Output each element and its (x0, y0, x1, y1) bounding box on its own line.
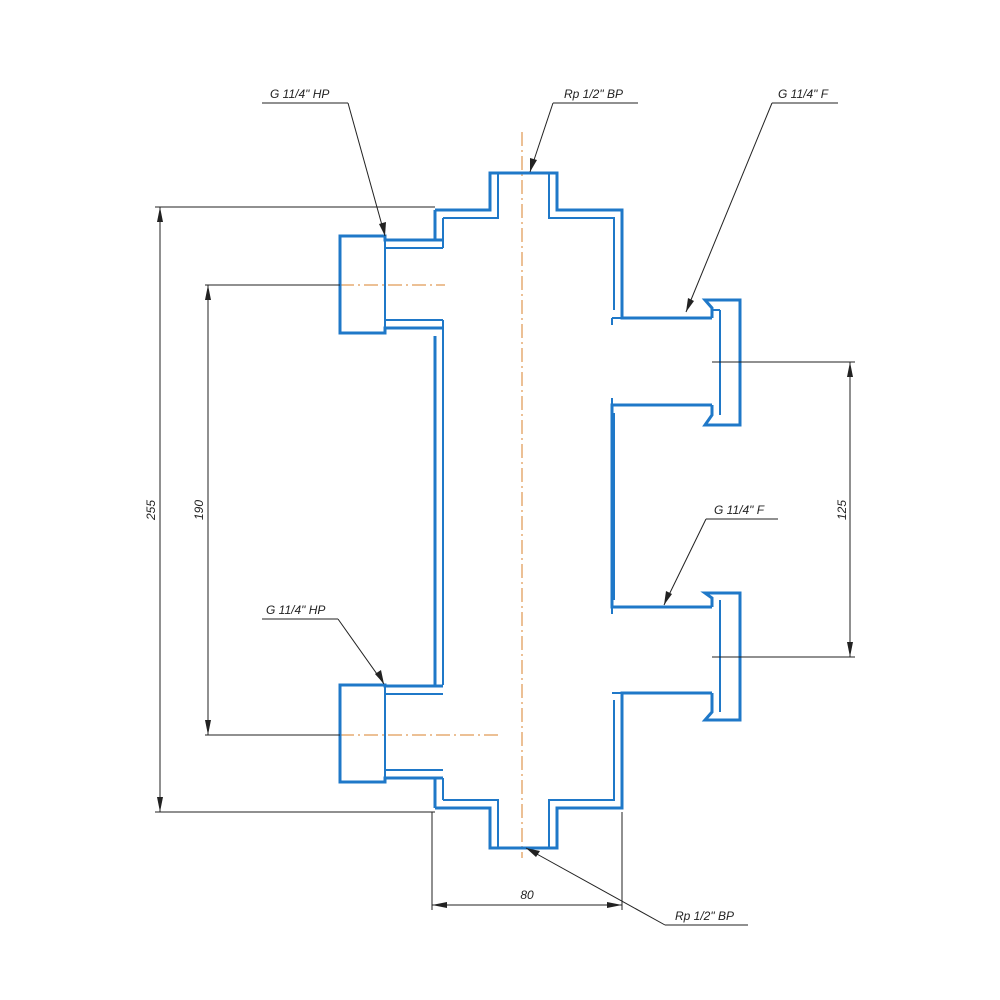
left-bottom-port (338, 683, 443, 784)
callout-top-right-label: G 11/4" F (778, 87, 829, 101)
left-top-port (338, 234, 444, 336)
dimension-190-label: 190 (192, 500, 206, 520)
callout-bottom-right-label: Rp 1/2" ВР (675, 909, 734, 923)
callout-bottom-right: Rp 1/2" ВР (525, 847, 748, 926)
callout-bottom-left-label: G 11/4" НР (266, 603, 325, 617)
dimension-overall-height: 255 (144, 206, 435, 813)
callout-top-right: G 11/4" F (685, 87, 838, 313)
dimension-left-port-spacing: 190 (192, 284, 340, 736)
dimension-right-port-spacing: 125 (712, 361, 855, 658)
callout-bottom-left: G 11/4" НР (262, 603, 385, 685)
callout-mid-right-label: G 11/4" F (714, 503, 765, 517)
callout-top-center-label: Rp 1/2" ВР (564, 87, 623, 101)
callout-top-center: Rp 1/2" ВР (529, 87, 638, 173)
callout-top-left: G 11/4" НР (262, 87, 386, 237)
dimension-125-label: 125 (835, 500, 849, 520)
collector-body (433, 171, 712, 850)
dimension-255-label: 255 (144, 500, 158, 521)
dimension-80-label: 80 (520, 888, 534, 902)
callout-top-left-label: G 11/4" НР (270, 87, 329, 101)
dimension-body-width: 80 (431, 812, 623, 910)
callout-mid-right: G 11/4" F (663, 503, 778, 606)
